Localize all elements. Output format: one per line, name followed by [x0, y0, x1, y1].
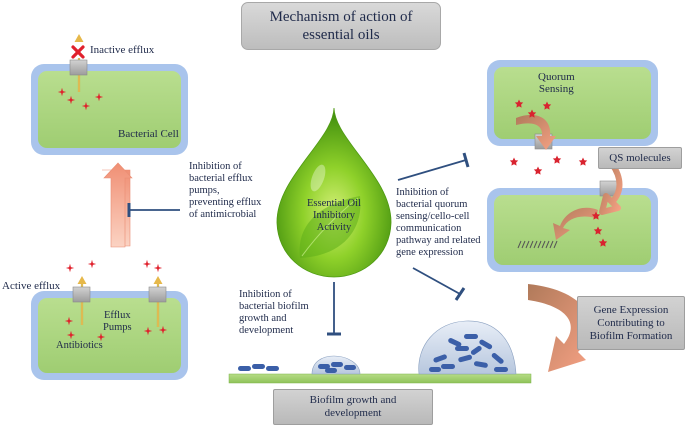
qs-cell-bottom-cytoplasm — [494, 195, 651, 265]
efflux-pump-icon — [148, 276, 167, 327]
inhibition-bar-icon — [327, 282, 341, 336]
title-line-1: Mechanism of action of — [269, 9, 413, 25]
antibiotics-label: Antibiotics — [56, 340, 103, 351]
inhibition-qs-text: Inhibition of bacterial quorum sensing/c… — [396, 187, 481, 258]
curved-arrow-icon — [553, 207, 598, 240]
gene-expression-box: Gene Expression Contributing to Biofilm … — [577, 296, 685, 350]
biofilm-bacteria-large — [418, 320, 517, 375]
inhibition-bar-icon — [397, 152, 470, 181]
inhibition-efflux-text: Inhibition of bacterial efflux pumps, pr… — [189, 161, 262, 220]
inhibition-bar-icon — [412, 267, 466, 301]
gene-strand-icon — [517, 240, 558, 249]
essential-oil-drop — [276, 107, 392, 278]
drop-highlight — [310, 164, 326, 192]
arrow-up-head — [103, 162, 133, 248]
page-title: Mechanism of action of essential oils — [241, 2, 441, 50]
quorum-sensing-label: Quorum Sensing — [538, 71, 575, 95]
cross-icon — [71, 45, 85, 59]
leaf-vein — [301, 197, 359, 257]
bacterial-cell-top-cytoplasm — [38, 71, 181, 148]
biofilm-surface — [228, 373, 532, 384]
active-efflux-label: Active efflux — [2, 280, 61, 292]
biofilm-bacteria-medium — [311, 355, 361, 375]
curved-arrow-icon — [599, 162, 623, 215]
inactive-efflux-label: Inactive efflux — [90, 44, 155, 56]
biofilm-bacteria-small — [238, 364, 279, 371]
efflux-pumps-label: Efflux Pumps — [103, 310, 132, 333]
inhibition-biofilm-text: Inhibition of bacterial biofilm growth a… — [239, 289, 309, 336]
inhibition-bar-icon — [127, 203, 180, 217]
essential-oil-label: Essential Oil Inhibitory Activity — [307, 198, 361, 233]
title-line-2: essential oils — [302, 27, 380, 43]
qs-molecules-label: QS molecules — [598, 147, 682, 169]
leaf-icon — [299, 196, 361, 258]
curved-arrow-icon — [516, 114, 556, 150]
biofilm-growth-box: Biofilm growth and development — [273, 389, 433, 425]
efflux-pump-icon — [69, 34, 88, 92]
bacterial-cell-bottom-cytoplasm — [38, 298, 181, 373]
efflux-pump-icon — [72, 276, 91, 325]
antibiotic-stars-outside — [65, 259, 163, 273]
curved-arrow-icon — [528, 284, 591, 372]
bacterial-cell-label: Bacterial Cell — [118, 128, 179, 140]
